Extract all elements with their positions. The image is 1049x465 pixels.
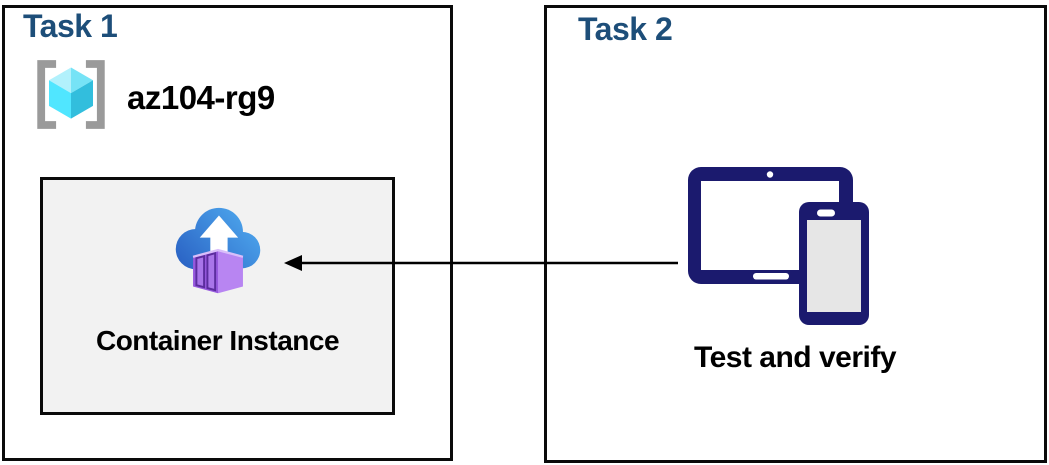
container-instance-label: Container Instance [95,325,340,356]
task2-title: Task 2 [578,11,673,47]
test-and-verify-label: Test and verify [693,341,897,374]
resource-group-icon [37,60,105,129]
tablet-phone-icon [688,167,869,325]
task1-title: Task 1 [23,8,118,44]
resource-group-name: az104-rg9 [127,79,275,116]
container-cube-shape [192,248,243,294]
phone-shape [799,202,869,325]
container-instances-icon [175,207,260,294]
arrow-left-icon [284,255,678,271]
container-instance-box: Container Instance [40,177,395,415]
